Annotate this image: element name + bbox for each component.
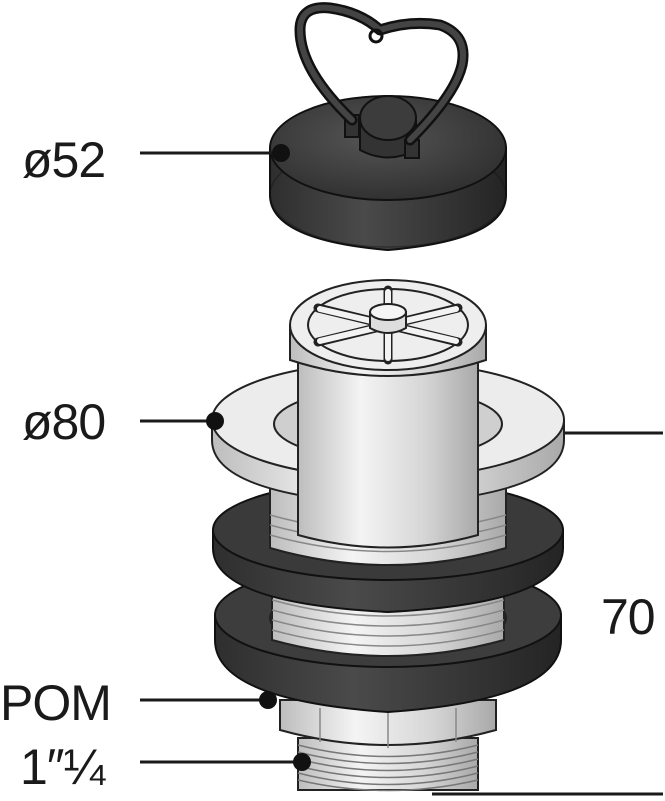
callout-leaders <box>140 151 302 764</box>
dot-thread <box>293 753 311 771</box>
callout-dots <box>206 144 311 771</box>
material-label: POM <box>0 675 112 731</box>
dot-flange <box>206 412 224 430</box>
rubber-plug <box>269 2 507 252</box>
threaded-tailpiece <box>279 699 497 792</box>
plug-diameter-label: ø52 <box>22 132 106 188</box>
dot-material <box>259 691 277 709</box>
flange-diameter-label: ø80 <box>22 394 106 450</box>
height-dimension <box>432 431 663 796</box>
grid-stopper <box>289 279 487 549</box>
dot-plug <box>272 144 290 162</box>
thread-size-label: 1″¼ <box>20 739 105 795</box>
height-label: 70 <box>601 589 656 645</box>
